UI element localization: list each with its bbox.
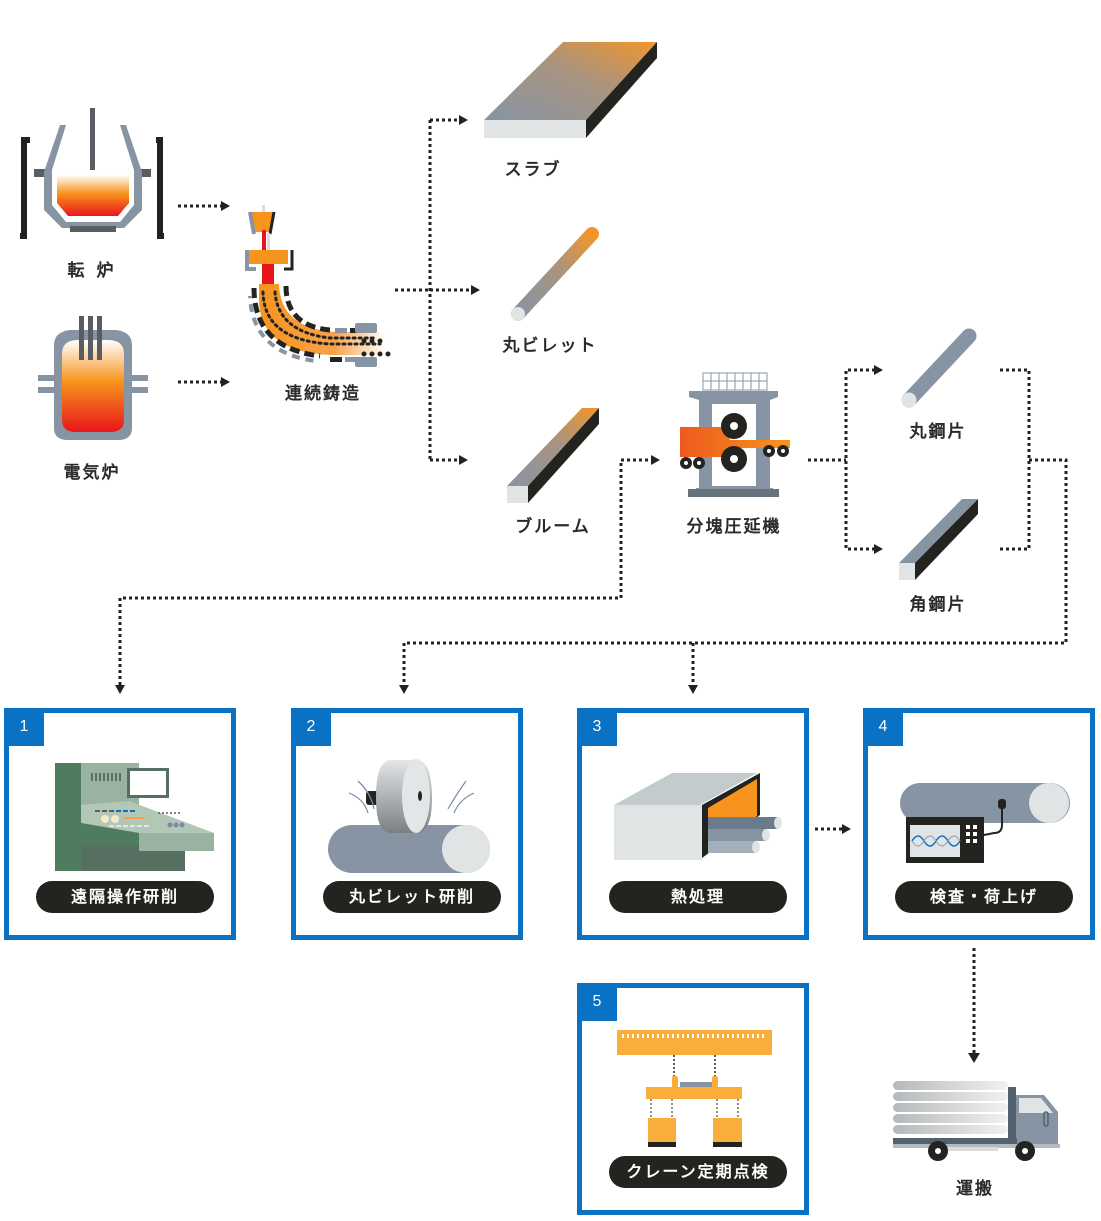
inspection-device-icon	[900, 783, 1070, 863]
bloom-icon	[507, 408, 599, 503]
slab-icon	[484, 42, 657, 138]
connector-box4-to-transport	[968, 948, 980, 1063]
process-label: 熱処理	[609, 881, 787, 913]
arrowhead	[471, 285, 480, 295]
continuous-casting-label: 連続鋳造	[285, 383, 361, 404]
control-panel-icon	[55, 763, 214, 871]
process-box-inspection-loading[interactable]: 4 検査・荷上げ	[863, 708, 1095, 940]
crane-icon	[617, 1030, 772, 1147]
connector-mill-to-billets	[808, 368, 875, 551]
grinding-wheel-icon	[328, 759, 490, 873]
process-box-crane-inspection[interactable]: 5 クレーン定期点検	[577, 983, 809, 1215]
process-box-round-billet-grinding[interactable]: 2 丸ビレット研削	[291, 708, 523, 940]
connector-billets-to-boxes	[402, 368, 1068, 686]
process-label: 遠隔操作研削	[36, 881, 214, 913]
connector-box3-to-box4	[815, 824, 851, 834]
round-steel-billet-icon	[901, 328, 977, 408]
transport-label: 運搬	[956, 1178, 994, 1199]
square-steel-billet-label: 角鋼片	[910, 594, 967, 615]
connector-furnace-to-casting	[178, 377, 230, 387]
round-billet-label: 丸ビレット	[502, 335, 598, 356]
arrowhead	[459, 115, 468, 125]
blooming-mill-icon	[680, 372, 790, 497]
process-label: 丸ビレット研削	[323, 881, 501, 913]
process-box-remote-grinding[interactable]: 1 遠隔操作研削	[4, 708, 236, 940]
arrowhead	[874, 365, 883, 375]
step-number-badge: 5	[577, 983, 617, 1021]
converter-icon	[20, 108, 164, 239]
arrowhead	[874, 544, 883, 554]
connector-casting-to-products	[395, 118, 472, 462]
slab-label: スラブ	[505, 159, 562, 180]
arrowhead	[651, 455, 660, 465]
electric-furnace-icon	[38, 316, 148, 440]
electric-furnace-label: 電気炉	[64, 462, 121, 483]
step-number-badge: 2	[291, 708, 331, 746]
blooming-mill-label: 分塊圧延機	[687, 516, 782, 537]
step-number-badge: 1	[4, 708, 44, 746]
arrowhead	[399, 685, 409, 694]
process-label: クレーン定期点検	[609, 1156, 787, 1188]
truck-icon	[893, 1081, 1060, 1161]
arrowhead	[115, 685, 125, 694]
arrowhead	[459, 455, 468, 465]
arrowhead	[688, 685, 698, 694]
step-number-badge: 4	[863, 708, 903, 746]
round-billet-icon	[511, 227, 599, 321]
process-label: 検査・荷上げ	[895, 881, 1073, 913]
square-steel-billet-icon	[899, 499, 978, 580]
heat-treatment-furnace-icon	[614, 773, 782, 860]
connector-bloom-to-mill-and-box1	[118, 458, 652, 685]
connector-converter-to-casting	[178, 201, 230, 211]
continuous-casting-icon	[245, 205, 391, 367]
bloom-label: ブルーム	[515, 516, 591, 537]
round-steel-billet-label: 丸鋼片	[909, 421, 967, 442]
step-number-badge: 3	[577, 708, 617, 746]
process-box-heat-treatment[interactable]: 3 熱処理	[577, 708, 809, 940]
converter-label: 転 炉	[68, 260, 117, 281]
